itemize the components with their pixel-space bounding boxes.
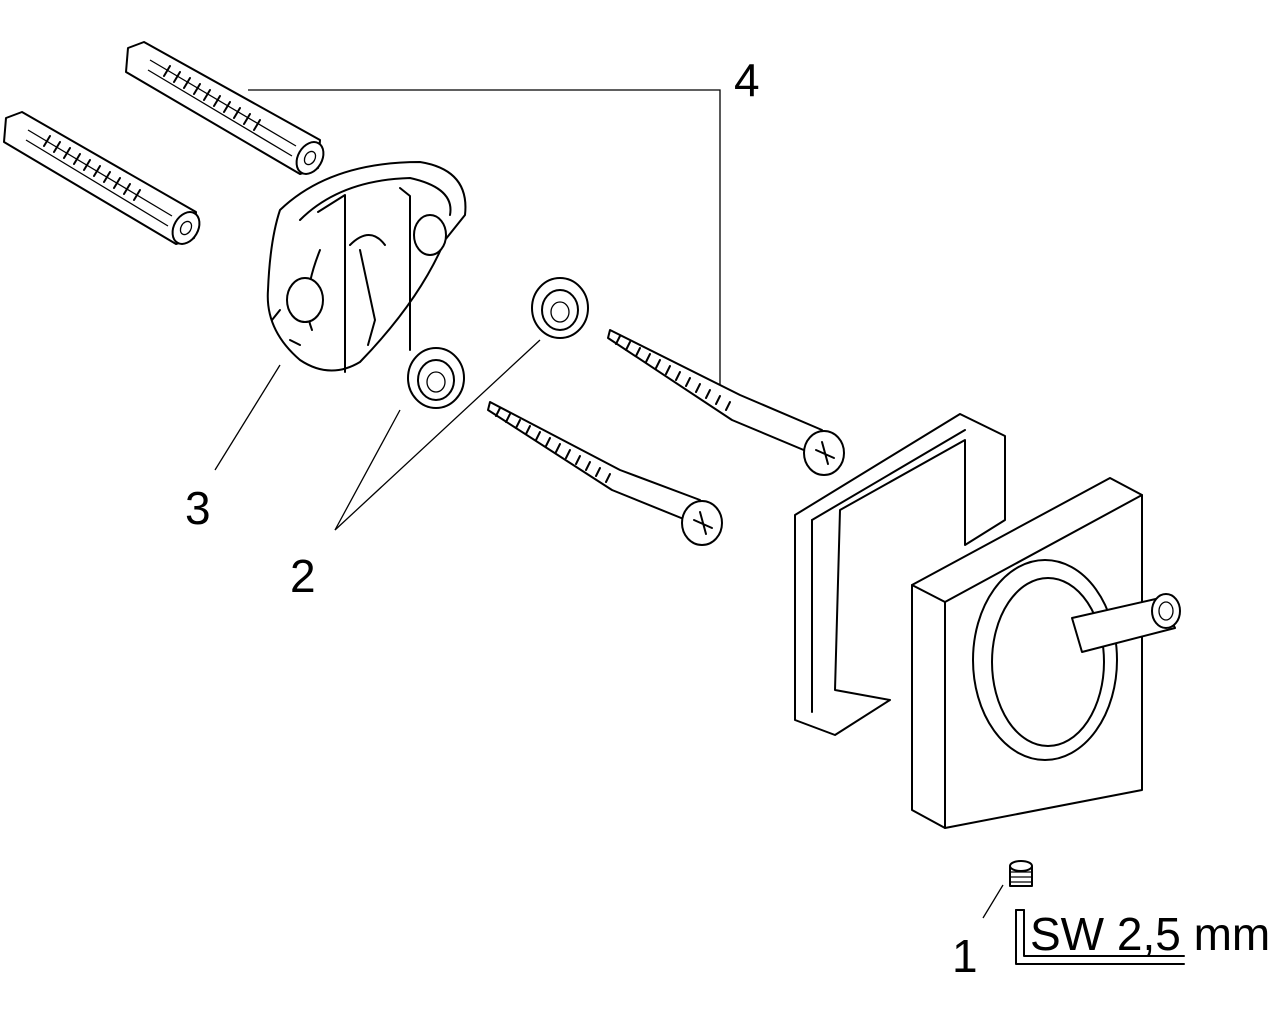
callout-2: 2 — [290, 550, 316, 602]
leader-1 — [982, 884, 1004, 919]
plug-ribs-lower — [43, 135, 141, 201]
leader-2a — [334, 409, 401, 531]
cover-cap-left — [407, 347, 465, 409]
callout-1: 1 — [952, 930, 978, 982]
mounting-plate — [266, 161, 467, 373]
leader-2b — [334, 339, 541, 531]
bracket-frame — [794, 413, 1006, 736]
wall-plug-lower — [3, 111, 201, 245]
leader-lines — [214, 89, 1004, 919]
plug-ribs-upper — [163, 65, 261, 131]
screw-lower — [487, 401, 723, 546]
hook-rosette — [911, 477, 1181, 829]
leader-3 — [214, 364, 281, 471]
grub-screw — [1009, 860, 1033, 887]
leader-4 — [248, 89, 721, 385]
screw-upper — [607, 329, 845, 476]
callout-3: 3 — [185, 482, 211, 534]
cover-cap-right — [531, 277, 589, 339]
allen-wrench-icon — [1015, 909, 1185, 965]
wall-plug-upper — [125, 41, 325, 175]
wrench-size-label: SW 2,5 mm — [1030, 908, 1270, 960]
callout-4: 4 — [734, 54, 760, 106]
